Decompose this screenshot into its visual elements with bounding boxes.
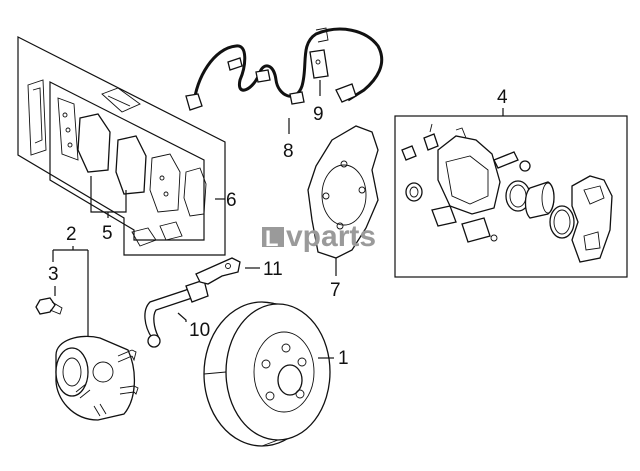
callout-6: 6 <box>226 190 237 211</box>
speed-sensor-harness <box>185 27 384 111</box>
callout-7: 7 <box>330 280 341 301</box>
caliper-assembly <box>401 123 613 263</box>
callout-4: 4 <box>497 87 508 108</box>
hub-bolt <box>35 297 63 315</box>
callout-5: 5 <box>102 223 113 244</box>
leader-10 <box>177 312 187 322</box>
watermark: L vparts <box>262 220 376 253</box>
brake-hose <box>144 279 209 348</box>
pad-kit-group <box>17 36 226 256</box>
callout-8: 8 <box>283 141 294 162</box>
watermark-text: vparts <box>286 220 376 253</box>
callout-2: 2 <box>66 224 77 245</box>
caliper-group-box <box>394 115 628 278</box>
callout-3: 3 <box>48 264 59 285</box>
callout-11: 11 <box>263 259 283 280</box>
dust-shield <box>307 125 379 259</box>
hub-assembly <box>55 335 139 421</box>
watermark-mark: L <box>265 226 278 251</box>
callout-10: 10 <box>189 320 210 341</box>
leader-2 <box>52 246 89 336</box>
callout-1: 1 <box>338 348 349 369</box>
callout-9: 9 <box>313 104 324 125</box>
brake-rotor <box>203 301 331 447</box>
hose-bracket <box>195 257 241 285</box>
